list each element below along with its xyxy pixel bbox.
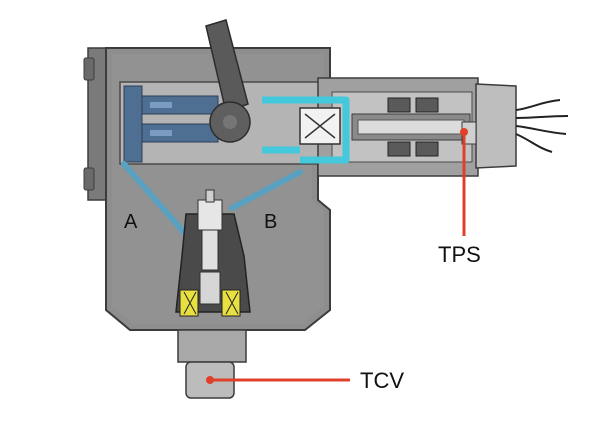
tps-label: TPS: [438, 242, 481, 267]
chamber-a-label: A: [124, 211, 138, 233]
chamber-b-label: B: [264, 211, 277, 233]
left-flange: [83, 47, 109, 201]
bottom-spigot: [177, 329, 247, 399]
sensor-tube: [317, 77, 479, 177]
tps-pointer: [460, 128, 468, 236]
tcv-label: TCV: [360, 368, 404, 393]
piston-assembly: [123, 85, 219, 163]
valve-body: [175, 189, 251, 317]
wire-leads: [515, 99, 569, 153]
lever-arm: [205, 19, 251, 143]
tcv-pointer: [206, 376, 350, 384]
